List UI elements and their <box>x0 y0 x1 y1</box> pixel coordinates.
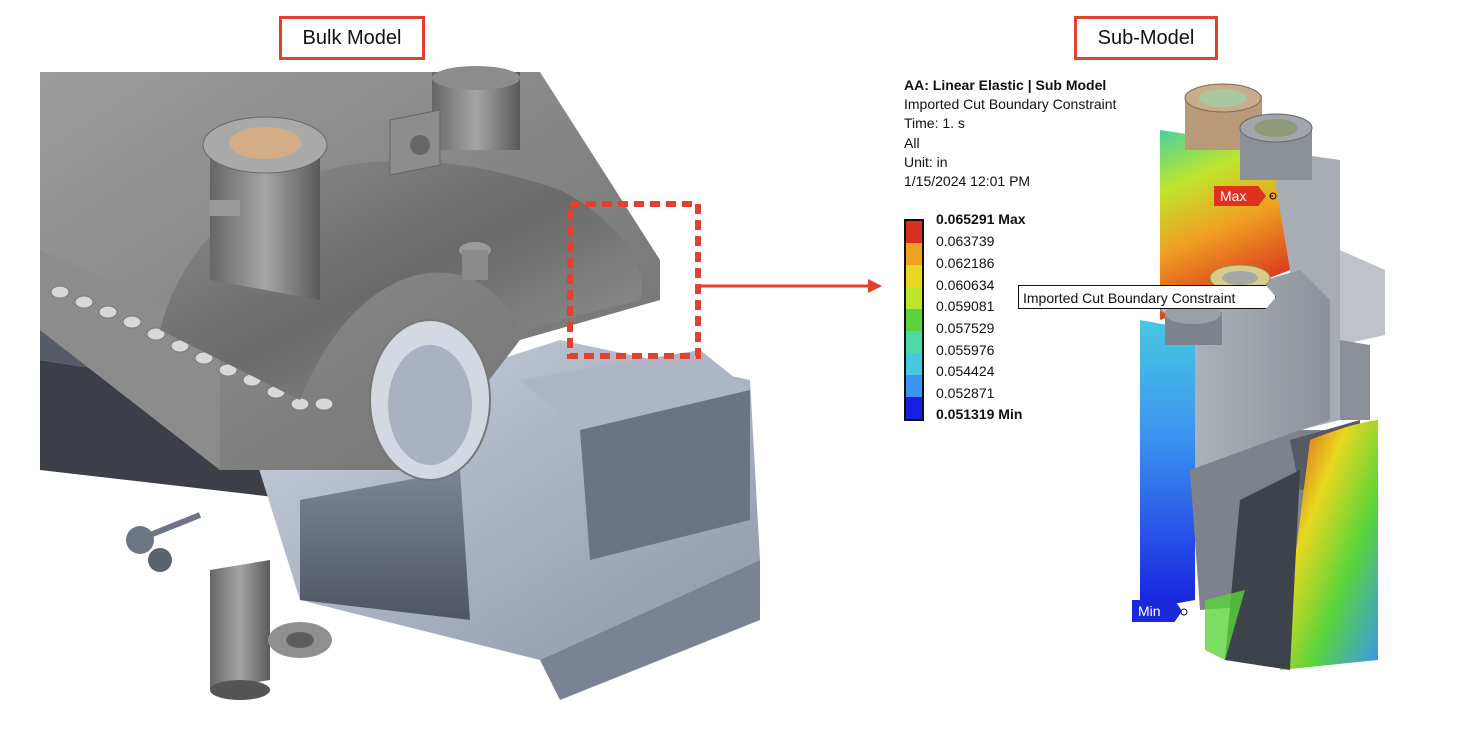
scale-tick: 0.060634 <box>936 277 995 293</box>
scale-swatch <box>904 375 924 397</box>
scale-swatch <box>904 397 924 419</box>
scale-min-label: 0.051319 Min <box>936 406 1023 422</box>
legend-line: 1/15/2024 12:01 PM <box>904 173 1031 190</box>
legend-title: AA: Linear Elastic | Sub Model <box>904 77 1107 93</box>
scale-tick: 0.054424 <box>936 363 995 379</box>
scale-swatch <box>904 331 924 353</box>
scale-tick: 0.063739 <box>936 233 995 249</box>
scale-swatch <box>904 221 924 243</box>
constraint-tag: Imported Cut Boundary Constraint <box>1018 285 1276 309</box>
scale-tick: 0.052871 <box>936 385 995 401</box>
legend-line: Time: 1. s <box>904 115 965 132</box>
scale-tick: 0.055976 <box>936 342 995 358</box>
legend-line: Unit: in <box>904 153 948 170</box>
constraint-tag-text: Imported Cut Boundary Constraint <box>1023 290 1236 306</box>
detail-region-box <box>567 201 701 359</box>
legend-line: Imported Cut Boundary Constraint <box>904 96 1117 113</box>
scale-swatch <box>904 287 924 309</box>
min-tag: Min <box>1132 600 1182 622</box>
scale-tick: 0.059081 <box>936 298 995 314</box>
scale-swatch <box>904 309 924 331</box>
min-tag-text: Min <box>1138 603 1161 619</box>
scale-max-label: 0.065291 Max <box>936 211 1026 227</box>
legend-line: All <box>904 134 920 151</box>
scale-tick: 0.057529 <box>936 320 995 336</box>
top-nozzle <box>210 150 320 300</box>
scale-swatch <box>904 353 924 375</box>
lower-pipe <box>210 560 270 690</box>
sub-model-label-text: Sub-Model <box>1097 26 1195 49</box>
max-tag: Max <box>1214 186 1266 206</box>
heat-face-left <box>1140 320 1195 610</box>
heat-face-right <box>1280 420 1379 670</box>
scale-tick: 0.062186 <box>936 255 995 271</box>
bulk-model-label: Bulk Model <box>279 16 425 60</box>
sub-model-label: Sub-Model <box>1074 16 1218 60</box>
scale-swatch <box>904 265 924 287</box>
bulk-model-label-text: Bulk Model <box>302 26 402 49</box>
legend-info: AA: Linear Elastic | Sub Model Imported … <box>904 76 1116 191</box>
nozzle-face <box>229 127 301 159</box>
max-tag-text: Max <box>1220 188 1247 204</box>
scale-swatch <box>904 243 924 265</box>
